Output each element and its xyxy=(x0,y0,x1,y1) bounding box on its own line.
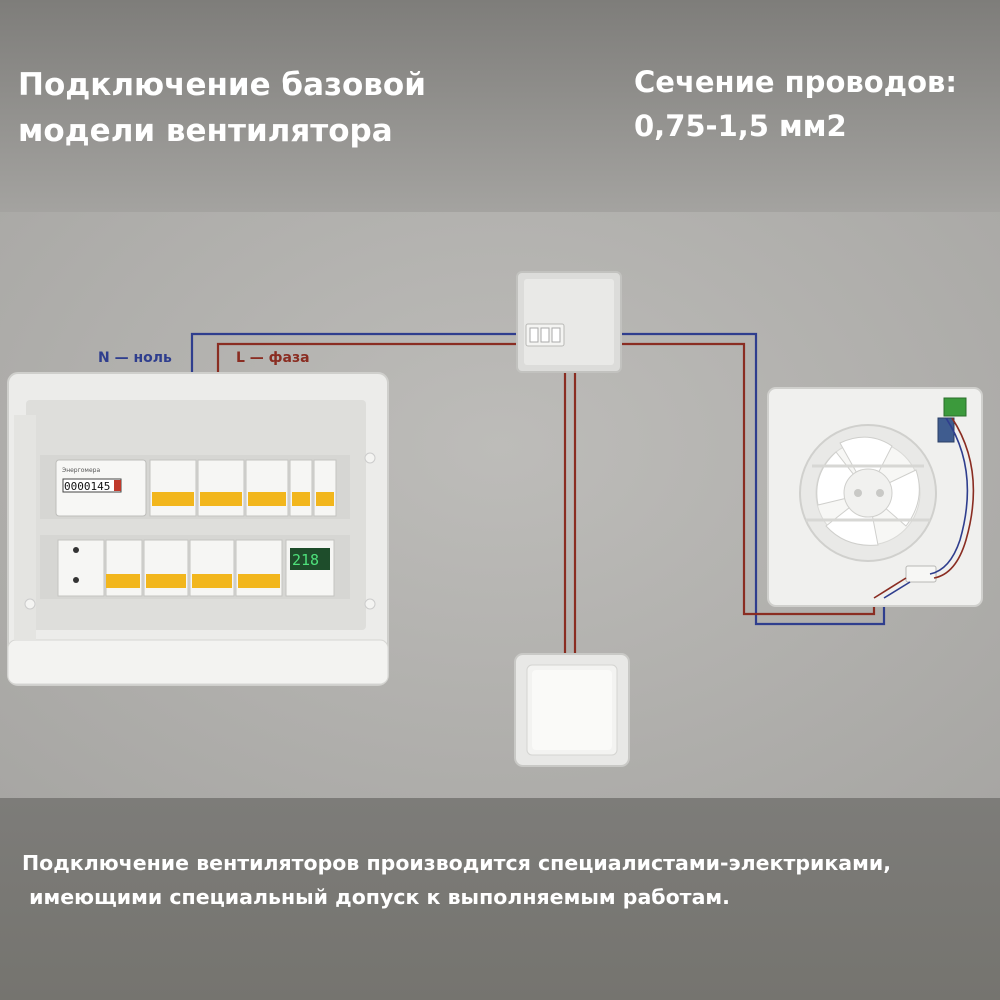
breakers-row-2: 218 xyxy=(57,539,335,597)
header-band xyxy=(0,0,1000,212)
spec-line-1: Сечение проводов: xyxy=(634,65,957,99)
meter-brand: Энергомера xyxy=(62,467,100,474)
electrical-panel: 0000145 Энергомера xyxy=(7,372,389,686)
exhaust-fan xyxy=(767,387,983,607)
note-line-1: Подключение вентиляторов производится сп… xyxy=(22,851,892,875)
fan-terminal-block xyxy=(905,565,937,583)
relay-display: 218 xyxy=(292,551,319,569)
phase-wire xyxy=(216,342,876,656)
title-line-2: модели вентилятора xyxy=(18,113,393,149)
neutral-label: N — ноль xyxy=(98,350,172,366)
title-line-1: Подключение базовой xyxy=(18,67,426,103)
phase-label: L — фаза xyxy=(236,350,310,366)
footer-band xyxy=(0,798,1000,1000)
wire-section-spec: Сечение проводов: 0,75-1,5 мм2 xyxy=(634,60,957,148)
light-switch xyxy=(514,653,630,767)
breakers-row-1 xyxy=(149,459,337,517)
note-line-2: имеющими специальный допуск к выполняемы… xyxy=(22,885,730,909)
energy-meter: 0000145 Энергомера xyxy=(55,459,147,517)
meter-reading: 0000145 xyxy=(64,480,110,493)
neutral-wire xyxy=(190,332,886,626)
page-title: Подключение базовой модели вентилятора xyxy=(18,62,426,154)
safety-note: Подключение вентиляторов производится сп… xyxy=(22,846,891,914)
junction-box xyxy=(516,271,622,373)
spec-line-2: 0,75-1,5 мм2 xyxy=(634,109,847,143)
fan-control-terminal xyxy=(943,397,967,417)
